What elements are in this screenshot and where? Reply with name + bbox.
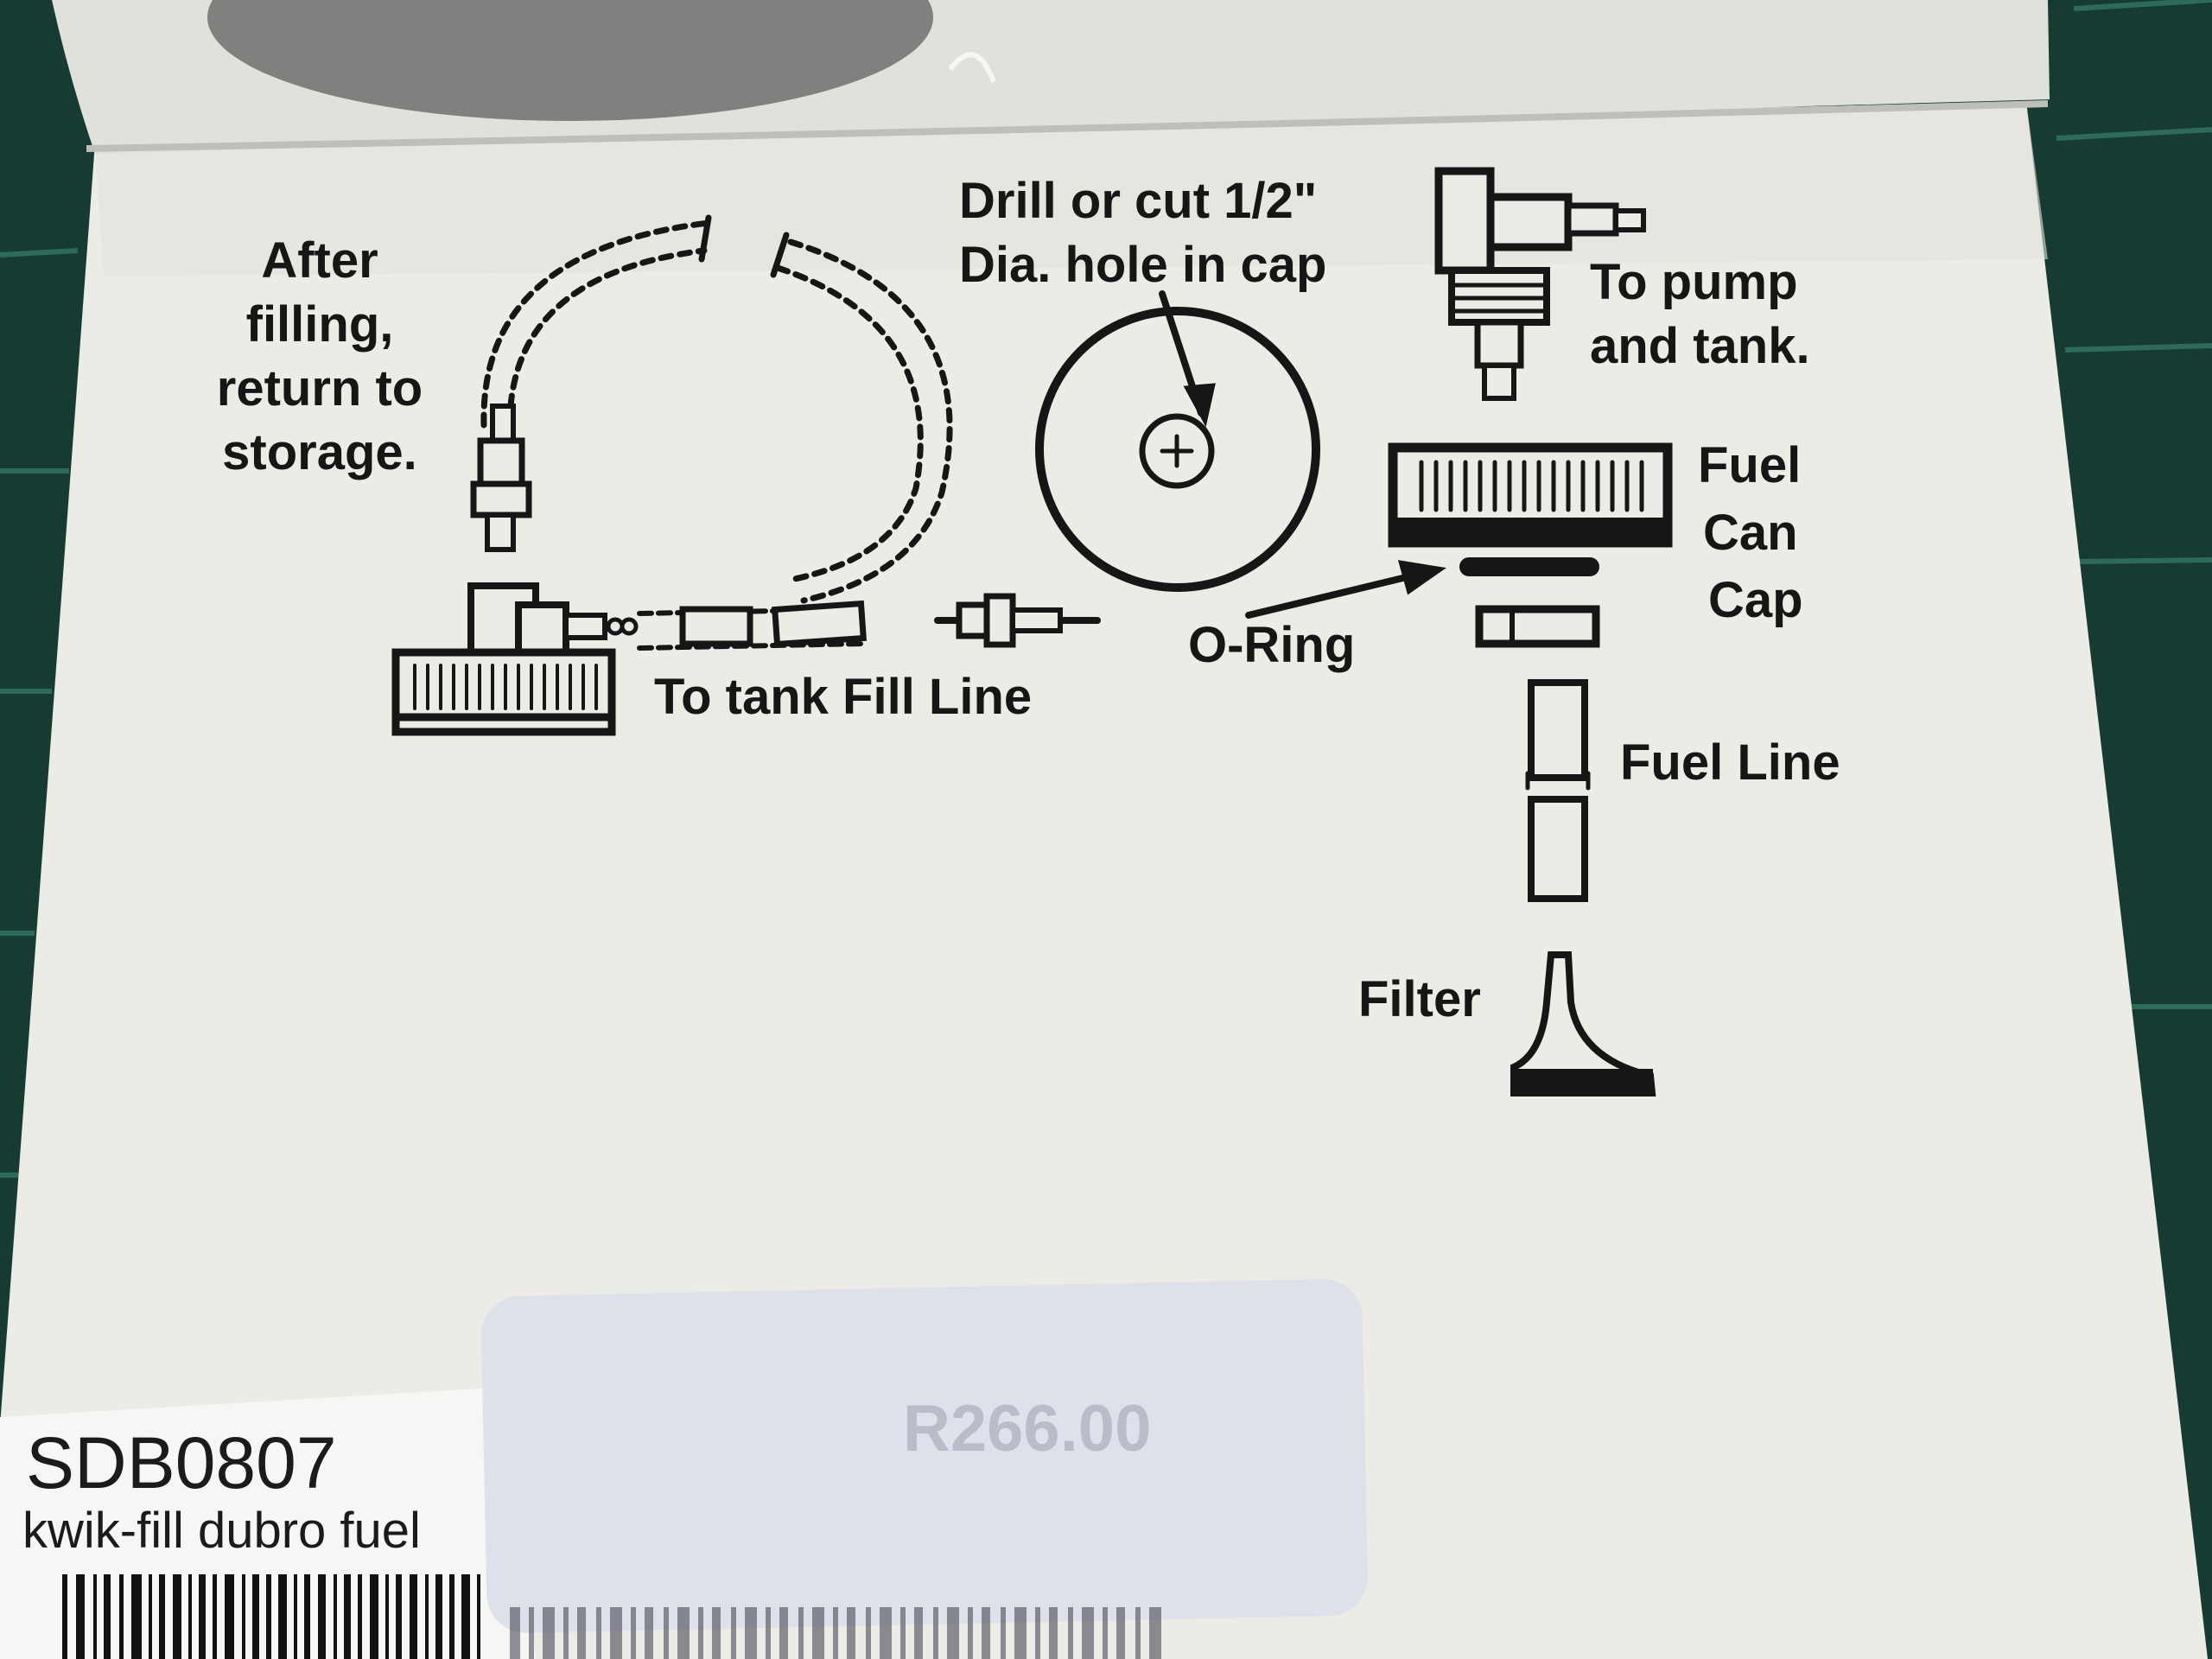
label-o-ring: O-Ring	[1188, 617, 1356, 673]
fuel-line-upper	[1528, 679, 1588, 781]
fuel-line-lower	[1528, 796, 1588, 902]
price-label: R266.00	[903, 1392, 1152, 1465]
fuel-filter-base	[1513, 1069, 1653, 1094]
bag-fold-edge	[86, 100, 2049, 152]
label-line: and tank.	[1590, 318, 1810, 374]
hose-end-right	[770, 232, 790, 278]
label-fuel-line: Fuel Line	[1620, 734, 1840, 791]
fill-cap-assembly	[391, 582, 639, 736]
label-filter: Filter	[1358, 971, 1481, 1027]
storage-hose-dashed-inner	[506, 247, 708, 429]
label-line: To pump	[1590, 254, 1798, 310]
label-line: filling,	[245, 296, 394, 353]
label-line: Can	[1703, 505, 1798, 561]
cap-circle	[1035, 307, 1320, 592]
stored-fitting	[470, 404, 532, 552]
label-after-filling: After filling, return to storage.	[190, 229, 449, 485]
fill-line-dashed-inner	[774, 264, 924, 582]
label-line: storage.	[222, 424, 417, 480]
label-to-pump: To pump and tank.	[1590, 251, 1810, 378]
pump-fitting	[1434, 167, 1646, 401]
drill-hole	[1139, 413, 1215, 489]
label-line: Cap	[1708, 572, 1803, 628]
o-ring-arrow-head	[1397, 560, 1446, 595]
drill-arrow-head	[1183, 383, 1216, 428]
o-ring	[1459, 557, 1599, 576]
label-to-tank-fill-line: To tank Fill Line	[654, 669, 1033, 725]
bag-reflection	[948, 52, 996, 84]
bag-dark-object	[207, 0, 933, 121]
label-drill-hole: Drill or cut 1/2" Dia. hole in cap	[959, 169, 1326, 297]
storage-hose-dashed	[480, 219, 712, 429]
hose-end-left	[698, 214, 712, 263]
price-sticker	[480, 1279, 1369, 1659]
label-line: Drill or cut 1/2"	[959, 173, 1318, 229]
label-fuel-can-cap: Fuel Can Cap	[1698, 432, 1803, 634]
product-name: kwik-fill dubro fuel	[22, 1503, 421, 1559]
fill-line-dashed	[787, 238, 953, 604]
product-sku: SDB0807	[26, 1422, 337, 1503]
label-line: After	[261, 232, 378, 289]
small-fitting	[934, 593, 1101, 648]
barcode	[62, 1574, 480, 1659]
fill-line-tube-1	[679, 606, 753, 647]
grommet	[1475, 605, 1600, 648]
fill-line-tube-2	[771, 600, 868, 648]
label-line: return to	[216, 360, 423, 416]
label-line: Fuel	[1698, 437, 1802, 493]
label-line: Dia. hole in cap	[959, 237, 1327, 293]
diagram	[391, 167, 1673, 1096]
o-ring-arrow-shaft	[1245, 571, 1421, 619]
fuel-can-cap	[1388, 442, 1673, 548]
